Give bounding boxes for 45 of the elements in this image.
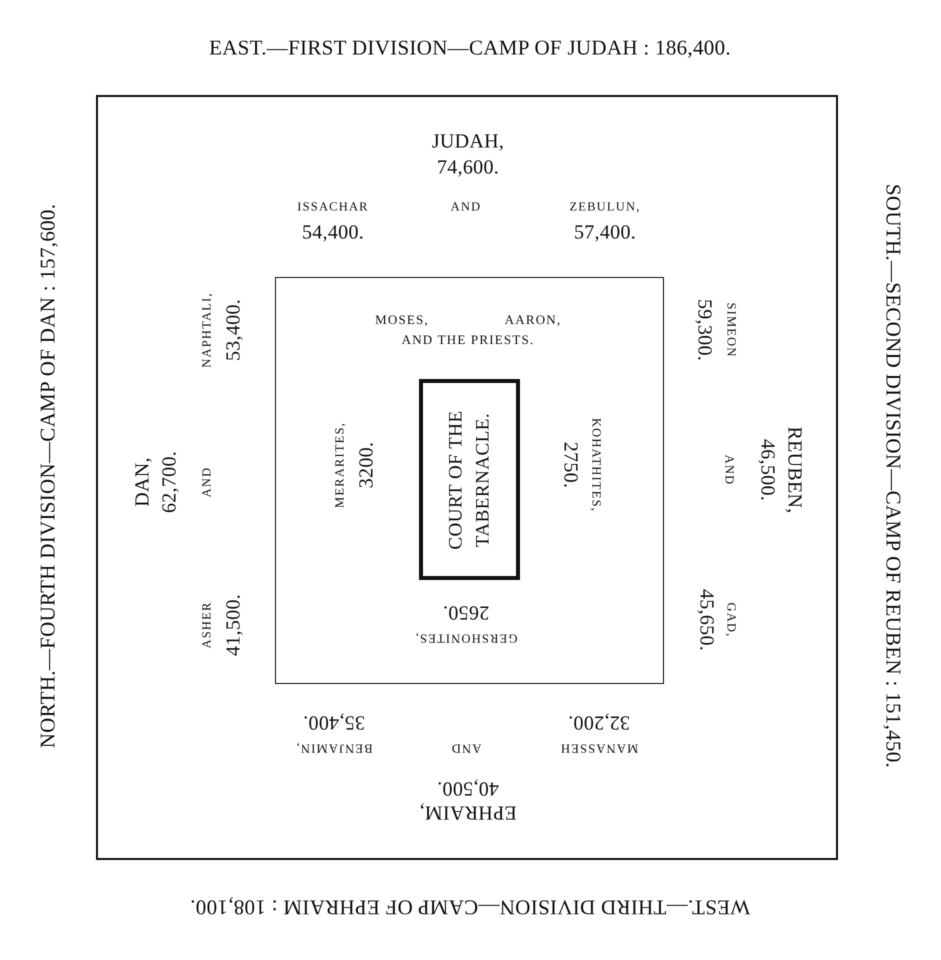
camp-label: MOSES, bbox=[375, 312, 429, 328]
court-box bbox=[419, 379, 520, 580]
tribe-label: 40,500. bbox=[436, 776, 500, 800]
tribe-name: KOHATHITES, bbox=[588, 418, 604, 512]
tribe-name: NAPHTALI, bbox=[200, 292, 214, 368]
tribe-label: 62,700. bbox=[158, 450, 182, 514]
tribe-name: ZEBULUN, bbox=[569, 200, 641, 214]
division-heading: NORTH.—FOURTH DIVISION—CAMP OF DAN : 157,600. bbox=[36, 204, 60, 748]
court-label: COURT OF THE TABERNACLE. bbox=[444, 408, 494, 552]
division-heading: EAST.—FIRST DIVISION—CAMP OF JUDAH : 186,400. bbox=[209, 36, 731, 60]
camp-boundary-box bbox=[275, 277, 664, 684]
tribe-label: 41,500. bbox=[222, 594, 246, 656]
tribe-name: SIMEON bbox=[724, 302, 738, 358]
tribe-label: 57,400. bbox=[574, 222, 636, 244]
tribe-label: 3200. bbox=[356, 442, 378, 488]
tribe-name: GAD, bbox=[724, 602, 738, 638]
tribe-label: 59,300. bbox=[692, 298, 716, 362]
tribe-name: GERSHONITES, bbox=[414, 630, 518, 646]
tribe-label: 35,400. bbox=[302, 710, 366, 734]
division-heading: SOUTH.—SECOND DIVISION—CAMP OF REUBEN : 151,450. bbox=[880, 184, 906, 768]
tribe-label: 46,500. bbox=[756, 438, 778, 502]
tribe-label: REUBEN, bbox=[782, 426, 806, 514]
tribe-label: EPHRAIM, bbox=[419, 800, 517, 824]
tribe-name: ISSACHAR bbox=[297, 200, 369, 214]
tribe-name: MERARITES, bbox=[332, 422, 348, 508]
tribe-label: 53,400. bbox=[222, 298, 246, 362]
tribe-name: BENJAMIN, bbox=[295, 740, 373, 756]
tribe-label: 2650. bbox=[442, 600, 490, 624]
tribe-name: AND bbox=[200, 466, 214, 498]
camp-label: AND THE PRIESTS. bbox=[402, 332, 534, 348]
camp-boundary-box bbox=[96, 95, 838, 860]
tribe-label: 2750. bbox=[558, 442, 582, 488]
tribe-label: JUDAH, bbox=[432, 130, 504, 154]
tribe-name: AND bbox=[450, 740, 482, 756]
division-heading: WEST.—THIRD DIVISION—CAMP OF EPHRAIM : 108,100. bbox=[190, 894, 750, 920]
tribe-name: AND bbox=[450, 200, 482, 214]
tribe-label: 45,650. bbox=[694, 588, 718, 652]
camp-label: AARON, bbox=[504, 312, 562, 328]
tribe-name: MANASSEH bbox=[560, 740, 638, 756]
tribe-label: 74,600. bbox=[436, 156, 500, 180]
tribe-label: DAN, bbox=[132, 457, 154, 507]
tribe-name: ASHER bbox=[200, 602, 214, 648]
tribe-name: AND bbox=[722, 454, 736, 486]
tribe-label: 32,200. bbox=[568, 710, 630, 734]
tribe-label: 54,400. bbox=[302, 222, 364, 244]
